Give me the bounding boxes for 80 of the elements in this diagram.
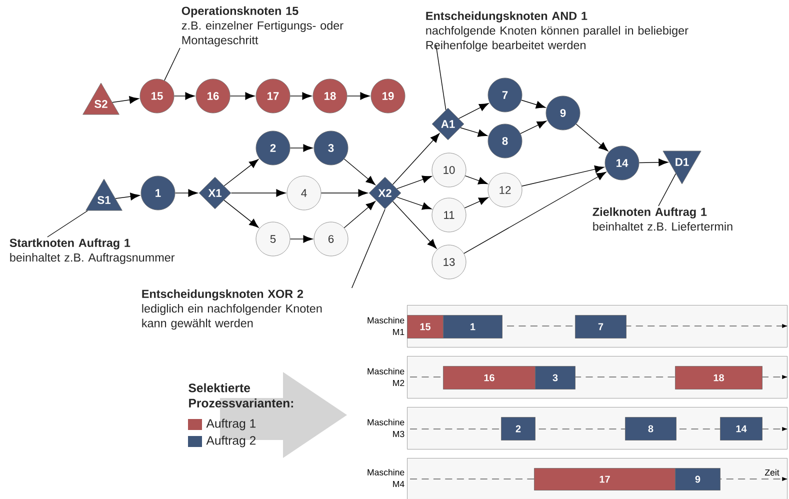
arrow [174, 92, 195, 100]
arrow [638, 158, 668, 166]
node-label: Maschine M4 [368, 468, 404, 488]
gantt-bar: 8 [625, 417, 676, 440]
arrow [290, 92, 312, 100]
gantt-bar: 2 [501, 417, 536, 440]
gantt-bar: 16 [443, 366, 536, 390]
circle-node: 1 [140, 176, 176, 210]
arrow [230, 92, 255, 100]
legend-label: Auftrag 2 [206, 436, 256, 448]
gantt-bar: 15 [407, 315, 444, 338]
arrow [224, 159, 259, 186]
arrow [290, 235, 313, 243]
circle-node: 16 [196, 78, 230, 114]
circle-node: 7 [488, 78, 522, 112]
arrow [392, 133, 440, 185]
arrow [576, 124, 608, 152]
circle-node: 13 [432, 244, 466, 280]
end-triangle: D1 [662, 150, 702, 184]
arrow [521, 165, 604, 186]
arrow [396, 196, 432, 210]
circle-node: 18 [312, 78, 348, 114]
start-triangle: S2 [82, 82, 120, 115]
arrow [115, 192, 140, 200]
arrow [464, 172, 606, 254]
gantt-bar: 14 [720, 417, 762, 440]
circle-node: 6 [314, 222, 348, 256]
arrow [464, 175, 488, 184]
node-label: Maschine M2 [368, 368, 404, 386]
circle-node: 9 [546, 96, 580, 130]
annotation-text: Startknoten Auftrag 1 beinhaltet z.B. Auftragsnummer [10, 238, 175, 264]
gantt-bar: 7 [575, 315, 626, 338]
circle-node: 3 [314, 130, 348, 166]
circle-node: 11 [432, 198, 466, 232]
circle-node: 8 [488, 124, 522, 158]
circle-node: 4 [286, 176, 322, 210]
circle-node: 5 [256, 222, 290, 256]
node-label: Maschine M3 [368, 418, 404, 438]
gantt-bar: 17 [534, 468, 676, 490]
circle-node: 12 [488, 172, 522, 208]
gantt-bar: 9 [675, 468, 720, 490]
arrow [396, 176, 432, 190]
arrow [464, 197, 488, 208]
arrow [521, 100, 546, 109]
axis-label: Zeit [764, 469, 780, 476]
arrow [174, 189, 198, 197]
annotation-text: Entscheidungsknoten XOR 2 lediglich ein nachfolgender Knoten kann gewählt werden [142, 289, 322, 330]
arrow [458, 103, 489, 119]
arrow [460, 127, 488, 137]
arrow [320, 189, 368, 197]
legend-title: Selektierte Prozessvarianten: [188, 383, 293, 408]
leader-line [436, 44, 446, 110]
circle-node: 2 [256, 130, 290, 166]
gantt-bar: 3 [535, 366, 576, 390]
circle-node: 15 [140, 78, 174, 114]
circle-node: 14 [604, 146, 640, 180]
arrow [346, 92, 370, 100]
gantt-bar: 1 [443, 315, 502, 338]
arrow [520, 120, 547, 134]
leader-line [658, 173, 676, 206]
annotation-text: Entscheidungsknoten AND 1 nachfolgende Knoten können parallel in beliebiger Reihenfolge bearbeitet werden [426, 11, 688, 52]
leader-line [164, 48, 180, 81]
arrow [230, 189, 286, 197]
annotation-text: Operationsknoten 15 z.B. einzelner Fertigungs- oder Montageschritt [182, 6, 344, 47]
leader-line [351, 208, 386, 288]
arrow [224, 200, 259, 228]
arrow [392, 201, 437, 249]
leader-line [47, 210, 88, 238]
node-label: Maschine M1 [368, 316, 404, 336]
circle-node: 17 [256, 78, 290, 114]
gantt-bar: 18 [675, 366, 762, 390]
arrow [344, 201, 376, 228]
arrow [344, 158, 376, 186]
annotation-text: Zielknoten Auftrag 1 beinhaltet z.B. Liefertermin [592, 207, 732, 231]
arrow [290, 144, 313, 152]
legend-label: Auftrag 1 [206, 418, 256, 430]
circle-node: 10 [432, 152, 466, 188]
start-triangle: S1 [86, 178, 122, 211]
arrow [112, 96, 139, 104]
circle-node: 19 [370, 78, 406, 114]
